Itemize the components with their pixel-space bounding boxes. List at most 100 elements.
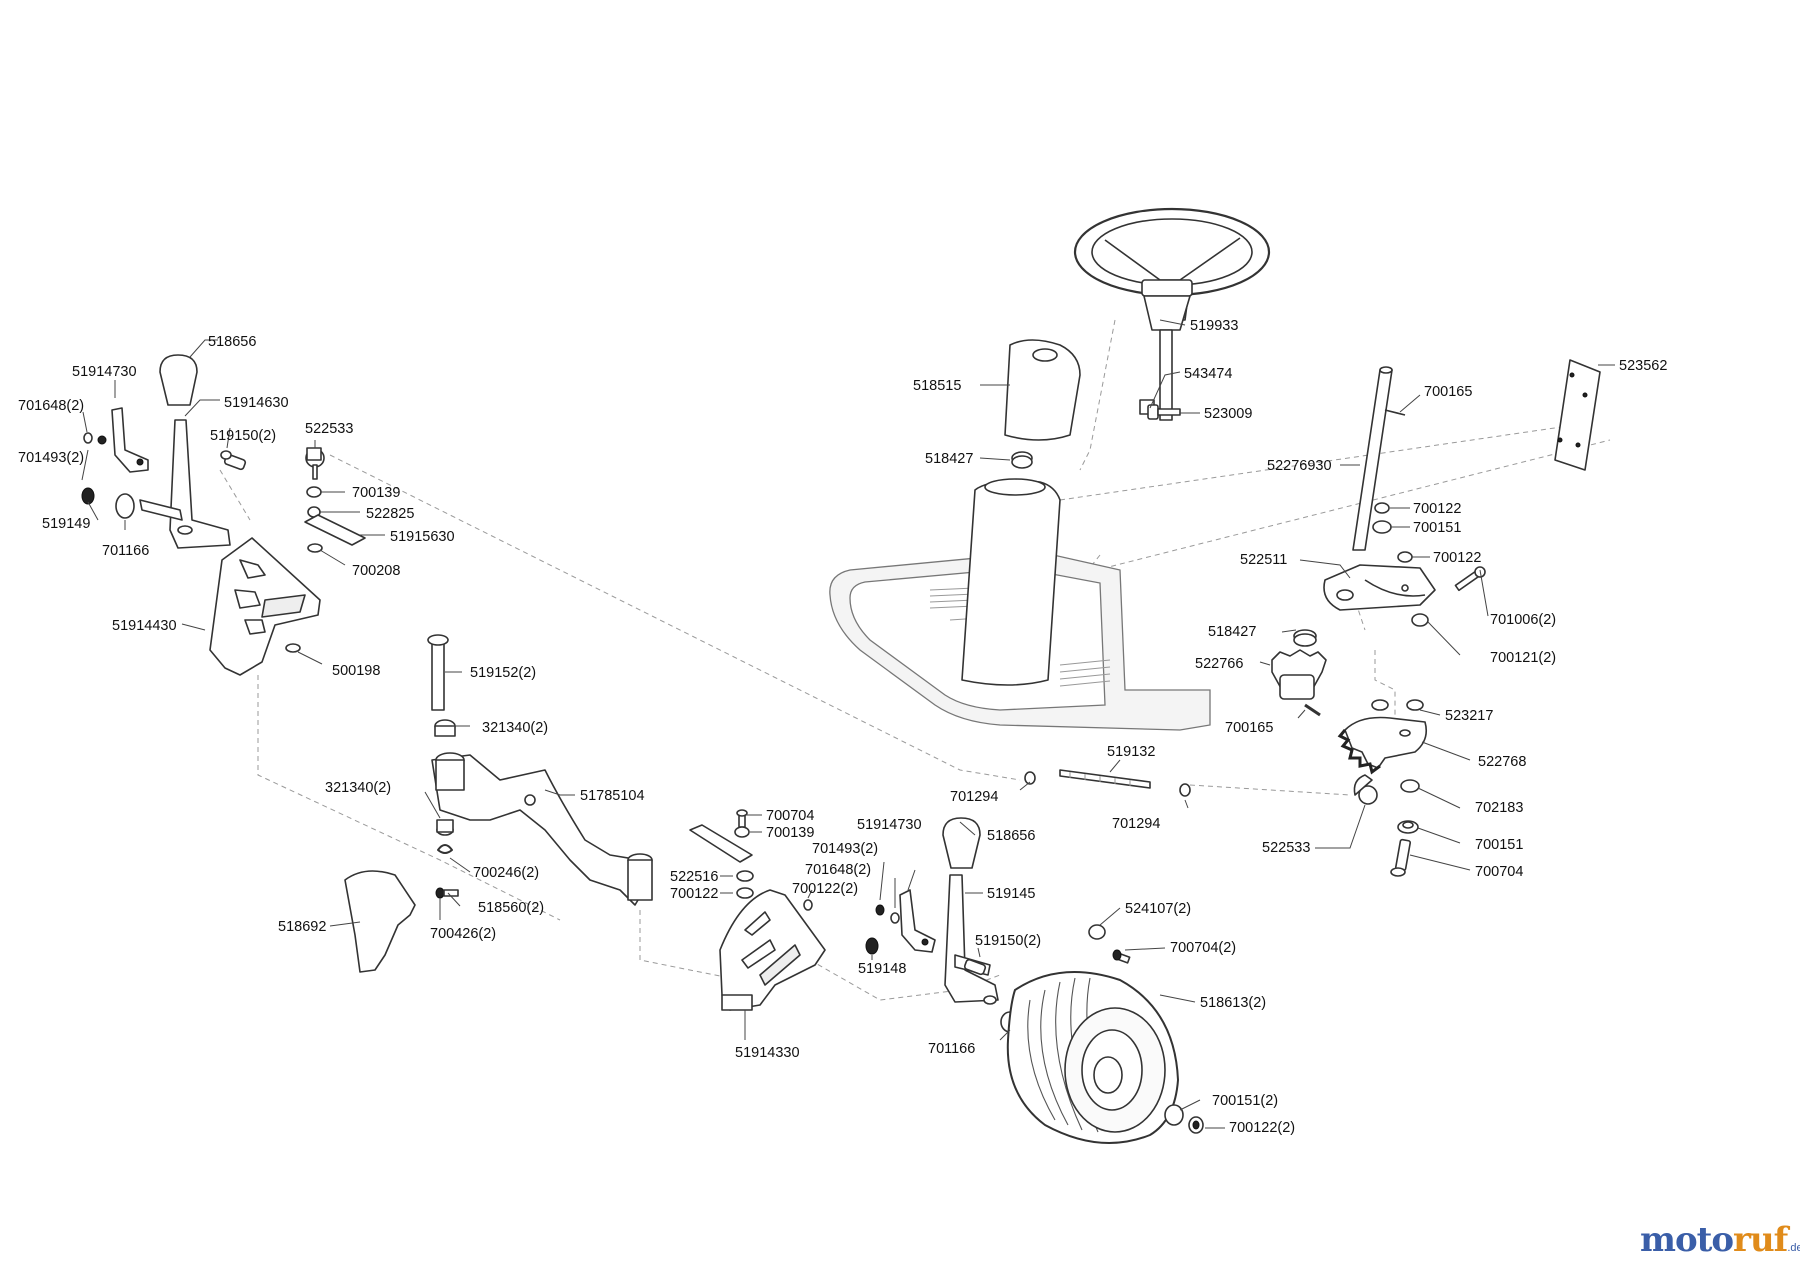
label-702183: 702183 — [1475, 800, 1523, 816]
label-523009: 523009 — [1204, 406, 1252, 422]
label-51914630: 51914630 — [224, 395, 289, 411]
label-522533-right: 522533 — [1262, 840, 1310, 856]
label-701648-left: 701648(2) — [18, 398, 84, 414]
label-701294-left: 701294 — [950, 789, 998, 805]
label-52276930: 52276930 — [1267, 458, 1332, 474]
label-700704-right: 700704 — [1475, 864, 1523, 880]
label-519145: 519145 — [987, 886, 1035, 902]
bushing-321340-bottom — [436, 819, 454, 836]
label-518515: 518515 — [913, 378, 961, 394]
label-519933: 519933 — [1190, 318, 1238, 334]
pin-519150-mid — [963, 958, 987, 976]
label-522516: 522516 — [670, 869, 718, 885]
leader-lines — [81, 319, 1615, 1129]
label-522825: 522825 — [366, 506, 414, 522]
ball-joint-522533-right — [1353, 774, 1378, 805]
label-700151-right: 700151 — [1413, 520, 1461, 536]
shaft-52276930 — [1352, 366, 1406, 551]
pin-519152 — [427, 634, 449, 711]
label-701648-mid: 701648(2) — [805, 862, 871, 878]
label-701166-left: 701166 — [102, 543, 149, 559]
label-518560: 518560(2) — [478, 900, 544, 916]
label-518656-mid: 518656 — [987, 828, 1035, 844]
washer-700122-mid — [803, 899, 813, 911]
label-500198: 500198 — [332, 663, 380, 679]
washers-523217 — [1371, 699, 1424, 711]
bolt-523009 — [1147, 404, 1181, 420]
label-519149: 519149 — [42, 516, 90, 532]
label-522511: 522511 — [1240, 552, 1287, 568]
knob-518656-left — [159, 354, 198, 406]
motoruf-logo: motoruf.de — [1640, 1220, 1800, 1260]
front-axle-51785104 — [431, 752, 653, 906]
label-51914330: 51914330 — [735, 1045, 800, 1061]
bracket-51914730-left — [111, 407, 149, 473]
label-700151-wheel: 700151(2) — [1212, 1093, 1278, 1109]
ball-joint-522533-left — [305, 447, 325, 480]
label-700704-wheel: 700704(2) — [1170, 940, 1236, 956]
label-518427-top: 518427 — [925, 451, 973, 467]
label-522768: 522768 — [1478, 754, 1526, 770]
pin-519150-left — [220, 450, 247, 471]
label-523562: 523562 — [1619, 358, 1667, 374]
mower-frame — [829, 478, 1211, 731]
label-51785104: 51785104 — [580, 788, 645, 804]
logo-domain: .de — [1787, 1242, 1800, 1254]
bolt-518560 — [435, 887, 459, 899]
label-700208: 700208 — [352, 563, 400, 579]
pinion-522766 — [1271, 649, 1327, 700]
label-518613: 518613(2) — [1200, 995, 1266, 1011]
label-700165-top: 700165 — [1424, 384, 1472, 400]
bushing-321340-top — [434, 719, 456, 737]
guide-plate-51914330 — [719, 889, 826, 1011]
label-700151-right-lower: 700151 — [1475, 837, 1523, 853]
knob-518656-mid — [942, 817, 981, 869]
label-543474: 543474 — [1184, 366, 1232, 382]
label-701493-left: 701493(2) — [18, 450, 84, 466]
logo-text-moto: moto — [1640, 1220, 1734, 1260]
wheel-hardware-700151 — [1164, 1104, 1204, 1134]
label-519148: 519148 — [858, 961, 906, 977]
label-524107: 524107(2) — [1125, 901, 1191, 917]
label-51915630: 51915630 — [390, 529, 455, 545]
label-519152: 519152(2) — [470, 665, 536, 681]
label-519132: 519132 — [1107, 744, 1155, 760]
washers-522516 — [736, 870, 754, 899]
label-700704-mid: 700704 — [766, 808, 814, 824]
label-701166-mid: 701166 — [928, 1041, 975, 1057]
small-parts-mid — [865, 904, 900, 955]
boot-518515 — [1004, 339, 1081, 441]
wheel-hardware-524107 — [1088, 924, 1131, 964]
label-321340-top: 321340(2) — [482, 720, 548, 736]
washer-500198 — [285, 643, 301, 653]
label-518427-right: 518427 — [1208, 624, 1256, 640]
label-700122-right-2: 700122 — [1433, 550, 1481, 566]
label-523217: 523217 — [1445, 708, 1493, 724]
pin-700165-lower — [1304, 703, 1321, 717]
label-701006: 701006(2) — [1490, 612, 1556, 628]
nut-700121 — [1411, 613, 1429, 627]
label-700165-bottom: 700165 — [1225, 720, 1273, 736]
label-519150-mid: 519150(2) — [975, 933, 1041, 949]
tie-rod-519132 — [1024, 769, 1191, 797]
cover-518692 — [344, 870, 416, 973]
label-700122-mid: 700122 — [670, 886, 718, 902]
part-labels: 518656 51914730 51914630 701648(2) 51915… — [18, 318, 1667, 1136]
label-518656-left: 518656 — [208, 334, 256, 350]
ring-518427-top — [1011, 451, 1033, 469]
small-parts-left — [81, 432, 135, 519]
label-700246: 700246(2) — [473, 865, 539, 881]
label-701294-right: 701294 — [1112, 816, 1160, 832]
label-700139-mid: 700139 — [766, 825, 814, 841]
ring-518427-right — [1293, 629, 1317, 647]
sector-gear-522768 — [1337, 716, 1428, 775]
washers-left-mid — [304, 486, 366, 553]
label-701493-mid: 701493(2) — [812, 841, 878, 857]
lever-51914630 — [139, 419, 231, 549]
plate-mid — [689, 824, 753, 863]
wheel-518613 — [1006, 971, 1179, 1144]
label-518692: 518692 — [278, 919, 326, 935]
hardware-right-lower — [1390, 779, 1420, 877]
label-700122-wheel: 700122(2) — [1229, 1120, 1295, 1136]
